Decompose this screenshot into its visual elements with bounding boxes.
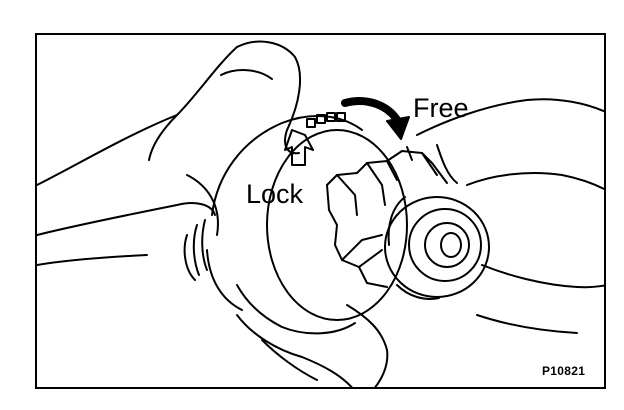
right-hand xyxy=(416,98,604,334)
curved-arrow-icon xyxy=(341,97,410,140)
lock-label: Lock xyxy=(246,179,304,209)
clutch-housing xyxy=(183,114,408,321)
lower-hand xyxy=(236,284,389,387)
left-hand xyxy=(37,40,302,266)
starter-clutch-illustration xyxy=(37,40,604,387)
clutch-hub xyxy=(384,196,490,300)
pinion-gear xyxy=(326,146,448,288)
lock-indicator-marks xyxy=(306,112,346,128)
lock-arrow-icon xyxy=(284,129,314,166)
figure-code: P10821 xyxy=(542,364,586,378)
illustration-frame: Free Lock P10821 xyxy=(35,33,606,389)
free-label: Free xyxy=(413,93,469,123)
